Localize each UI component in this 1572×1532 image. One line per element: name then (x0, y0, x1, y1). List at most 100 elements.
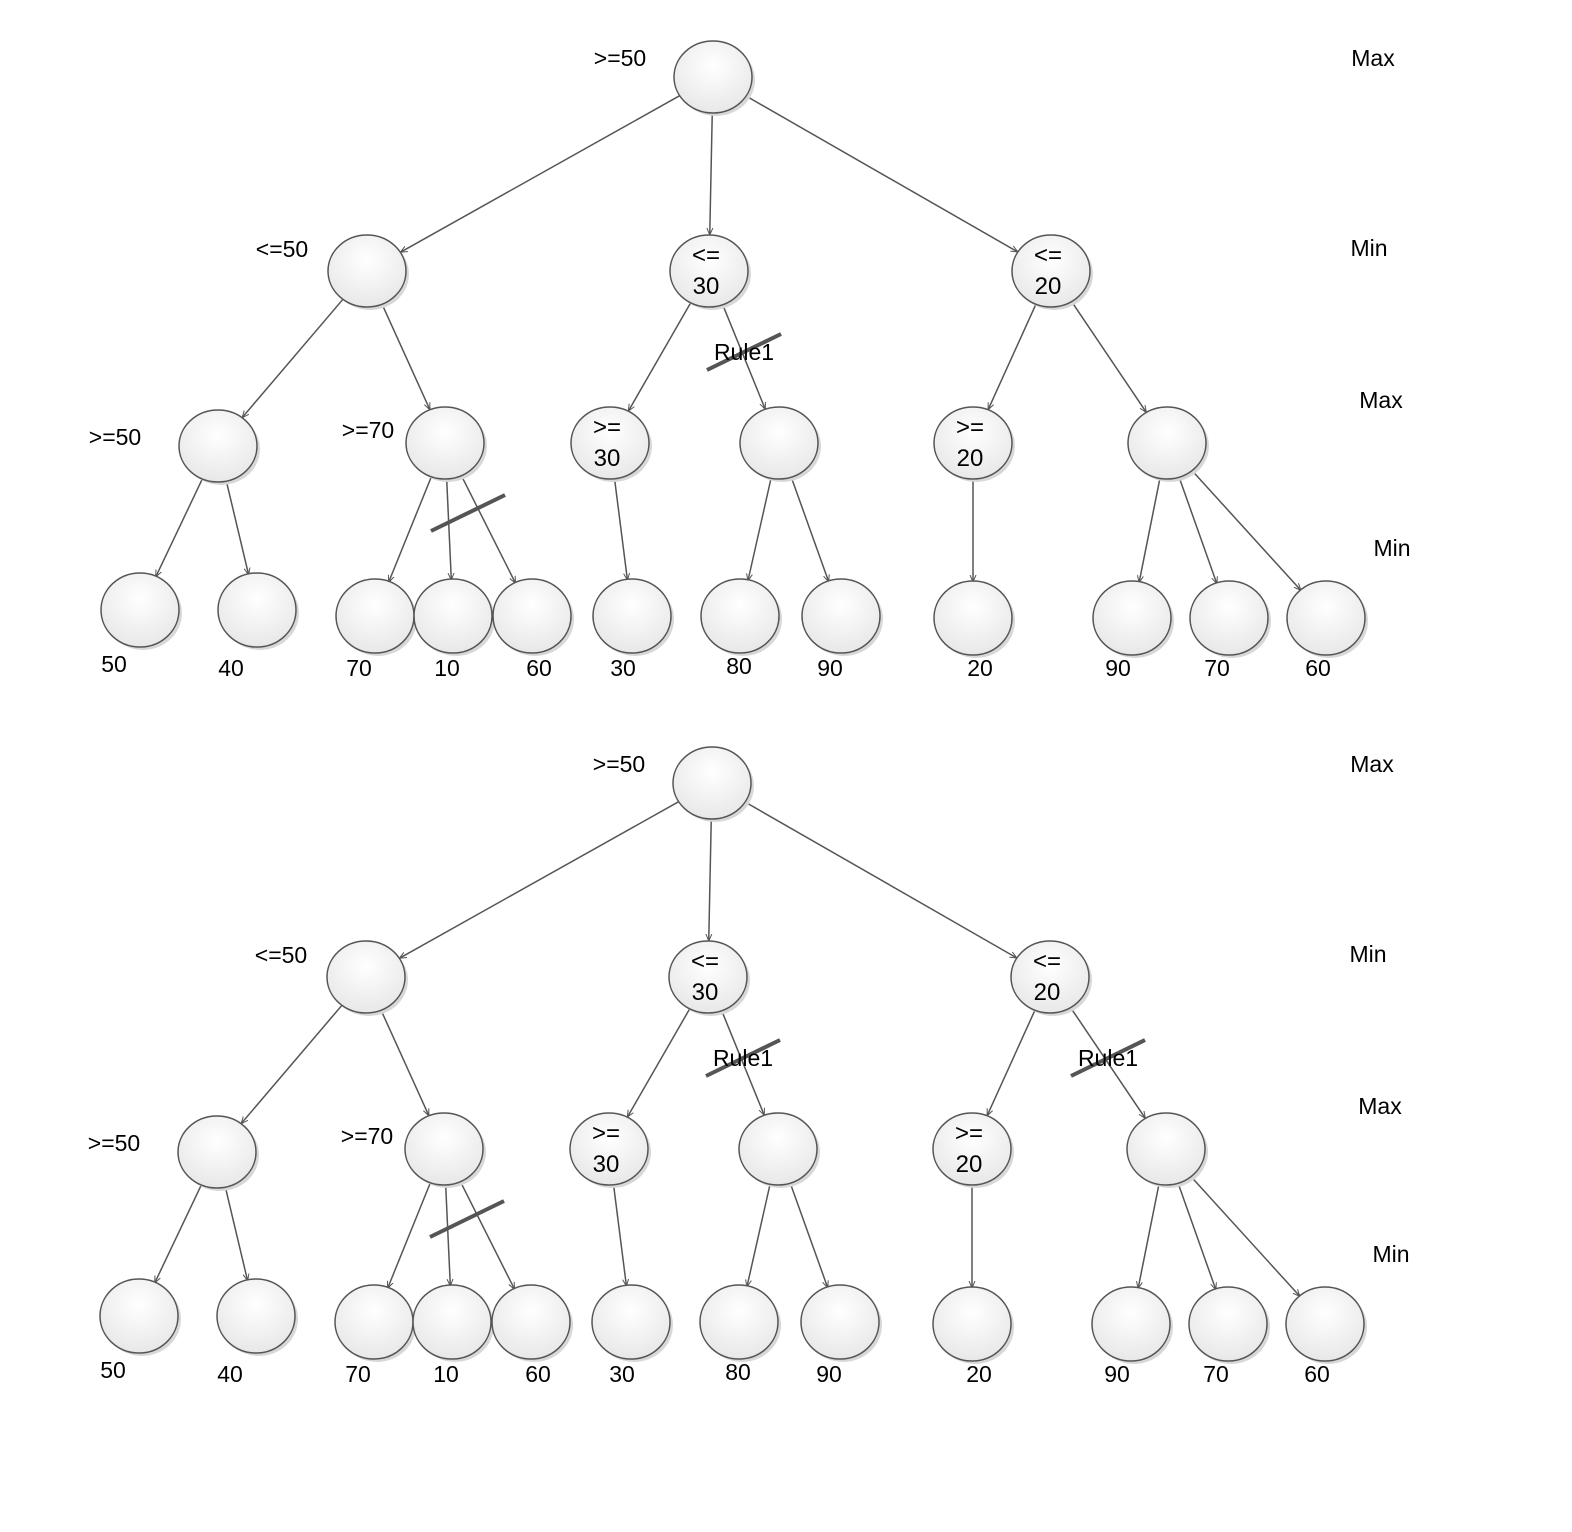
tree-edge (710, 112, 713, 235)
tree-node (672, 746, 752, 820)
tree-edge (445, 478, 452, 580)
leaf-value: 70 (1204, 655, 1230, 681)
leaf-value: 90 (816, 1361, 842, 1387)
tree-edge (460, 475, 517, 584)
tree-edge (1191, 470, 1301, 591)
tree-node (491, 1284, 571, 1360)
tree-node (738, 1112, 818, 1186)
tree-node (326, 940, 406, 1014)
node-bound-annotation: >=70 (341, 1123, 393, 1149)
tree-node (1010, 940, 1090, 1014)
tree-node (739, 406, 819, 480)
tree-edge (386, 1182, 432, 1289)
node-bound-label: 20 (956, 1151, 983, 1178)
node-bound-label: 20 (1034, 979, 1061, 1006)
tree-node (1127, 406, 1207, 480)
tree-node (933, 580, 1013, 656)
tree-node (592, 578, 672, 654)
tree-edge (709, 818, 712, 941)
tree-node (569, 1112, 649, 1186)
tree-edge (1177, 1182, 1216, 1290)
tree-node (178, 409, 258, 483)
rule-label: Rule1 (713, 1045, 773, 1071)
tree-edge (444, 1184, 451, 1286)
tree-node (591, 1284, 671, 1360)
leaf-value: 20 (966, 1361, 992, 1387)
tree-edge (400, 95, 681, 253)
level-label: Max (1351, 45, 1395, 71)
tree-edge (613, 478, 628, 580)
tree-node (933, 406, 1013, 480)
rule-label: Rule1 (714, 339, 774, 365)
tree-node (177, 1115, 257, 1189)
tree-node (216, 1278, 296, 1354)
tree-edge (748, 478, 772, 581)
tree-node (412, 1284, 492, 1360)
level-label: Min (1350, 235, 1387, 261)
tree-node (404, 1112, 484, 1186)
node-bound-label: >= (955, 1120, 983, 1147)
tree-node (932, 1112, 1012, 1186)
leaf-value: 40 (217, 1361, 243, 1387)
node-bound-label: <= (691, 948, 719, 975)
node-bound-annotation: >=50 (593, 751, 645, 777)
tree-node (335, 578, 415, 654)
node-bound-annotation: >=50 (89, 424, 141, 450)
node-bound-label: 30 (693, 273, 720, 300)
tree-node (570, 406, 650, 480)
tree-edge (986, 1009, 1036, 1116)
level-label: Min (1373, 535, 1410, 561)
tree-edge (747, 1184, 771, 1287)
tree-node (1188, 1286, 1268, 1362)
leaf-value: 20 (967, 655, 993, 681)
tree-node (1286, 580, 1366, 656)
leaf-value: 30 (610, 655, 636, 681)
tree-node (217, 572, 297, 648)
node-bound-label: <= (692, 242, 720, 269)
tree-edge (987, 303, 1037, 410)
tree-node (1285, 1286, 1365, 1362)
leaf-value: 10 (433, 1361, 459, 1387)
tree-node (99, 1278, 179, 1354)
tree-node (327, 234, 407, 308)
tree-node (1091, 1286, 1171, 1362)
tree-edge (155, 478, 203, 577)
prune-mark (1070, 1038, 1146, 1078)
leaf-value: 60 (526, 655, 552, 681)
tree-edge (1069, 1007, 1146, 1119)
tree-edge (459, 1181, 516, 1290)
leaf-value: 30 (609, 1361, 635, 1387)
node-bound-label: >= (592, 1120, 620, 1147)
tree-edge (241, 1004, 343, 1123)
tree-node (1126, 1112, 1206, 1186)
node-bound-annotation: >=50 (594, 45, 646, 71)
tree-node (801, 578, 881, 654)
prune-mark (430, 493, 506, 533)
tree-node (1189, 580, 1269, 656)
tree-edge (722, 304, 766, 410)
level-label: Max (1359, 387, 1403, 413)
leaf-value: 70 (1203, 1361, 1229, 1387)
node-bound-label: 30 (692, 979, 719, 1006)
leaf-value: 70 (345, 1361, 371, 1387)
tree-edge (224, 1186, 247, 1281)
tree-edge (381, 303, 431, 410)
tree-edge (1070, 301, 1147, 413)
node-bound-label: 30 (593, 1151, 620, 1178)
leaf-value: 90 (1105, 655, 1131, 681)
tree-edge (626, 1008, 691, 1117)
tree-edge (380, 1009, 430, 1116)
node-bound-label: >= (593, 414, 621, 441)
tree-node (492, 578, 572, 654)
leaf-value: 80 (726, 653, 752, 679)
leaf-value: 70 (346, 655, 372, 681)
leaf-value: 90 (817, 655, 843, 681)
tree-node (932, 1286, 1012, 1362)
tree-edge (721, 1010, 765, 1116)
tree-node (800, 1284, 880, 1360)
tree-node (669, 234, 749, 308)
node-bound-annotation: <=50 (255, 942, 307, 968)
level-label: Min (1372, 1241, 1409, 1267)
